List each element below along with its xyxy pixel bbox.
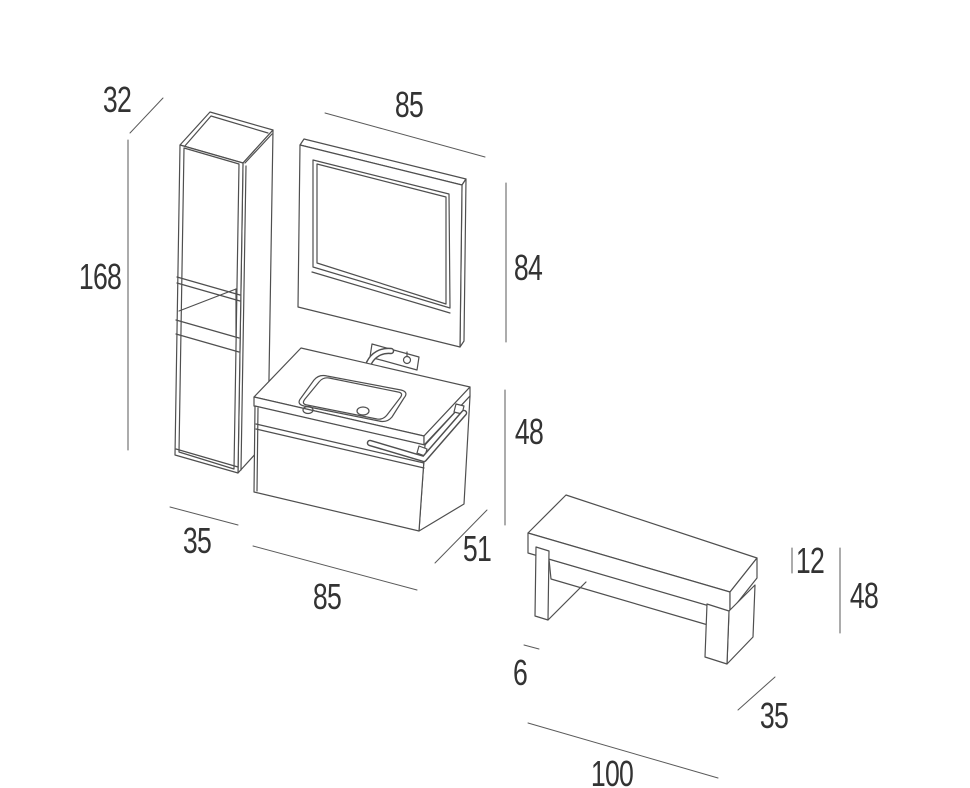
mirror-drawing bbox=[297, 138, 467, 348]
dimline-mirror-width bbox=[324, 112, 486, 158]
dim-label-column-depth: 32 bbox=[102, 79, 132, 120]
vanity-drawing bbox=[253, 347, 471, 532]
dim-label-column-width: 35 bbox=[182, 520, 212, 561]
dim-label-bench-depth: 35 bbox=[759, 695, 789, 736]
dim-label-vanity-depth: 51 bbox=[462, 528, 492, 569]
dim-label-mirror-height: 84 bbox=[513, 247, 543, 288]
dim-label-bench-width: 100 bbox=[590, 753, 634, 788]
dim-label-mirror-width: 85 bbox=[394, 84, 424, 125]
dimline-bench-depth bbox=[737, 676, 776, 711]
dim-label-bench-height: 48 bbox=[849, 575, 879, 616]
dim-label-bench-leg-thickness: 6 bbox=[512, 652, 528, 693]
dimension-lines bbox=[127, 97, 841, 779]
dimline-bench-width bbox=[527, 722, 719, 779]
dim-label-vanity-width: 85 bbox=[312, 576, 342, 617]
dimline-column-width bbox=[169, 506, 239, 526]
dimline-vanity-width bbox=[252, 545, 418, 591]
dimline-vanity-depth bbox=[434, 509, 488, 564]
dimline-column-depth bbox=[129, 97, 164, 134]
dimline-bench-leg-thickness bbox=[523, 644, 540, 650]
dim-label-vanity-height: 48 bbox=[514, 411, 544, 452]
dim-label-column-height: 168 bbox=[78, 256, 122, 297]
dim-label-bench-top-thickness: 12 bbox=[795, 540, 825, 581]
bench-drawing bbox=[527, 494, 758, 665]
